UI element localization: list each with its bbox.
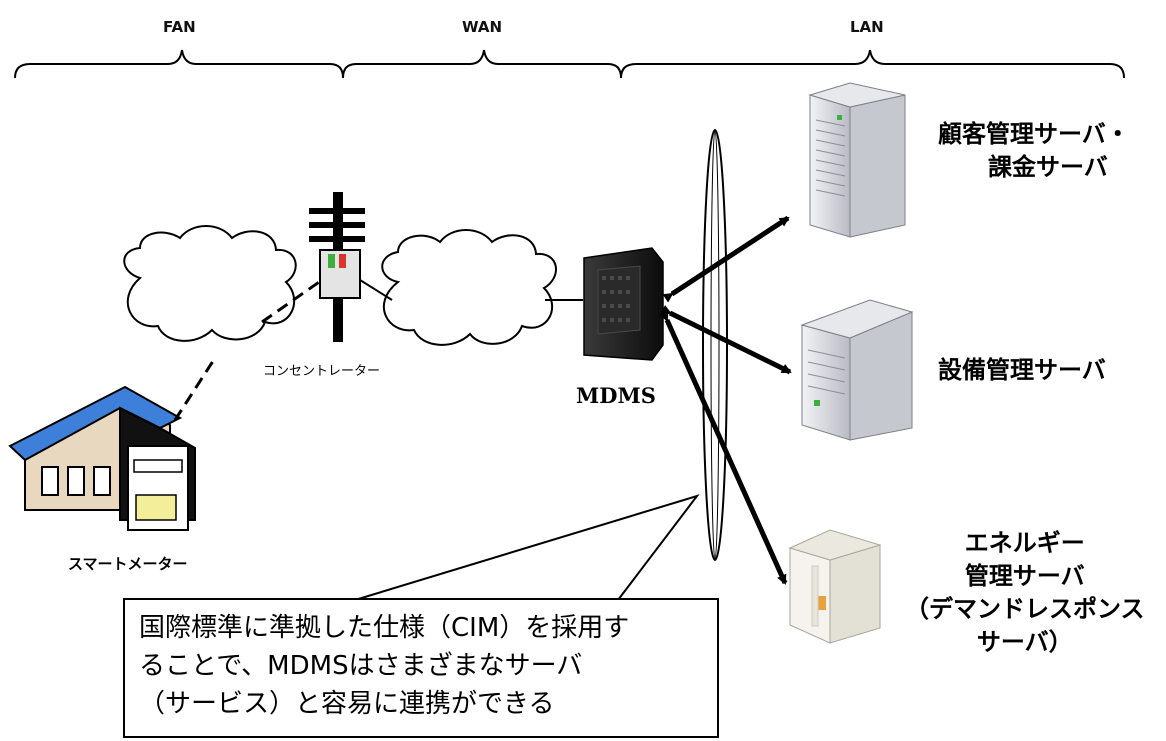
equipment-server-label: 設備管理サーバ [938, 356, 1106, 384]
fan-brace [14, 49, 344, 79]
fan-segment-label: FAN [163, 18, 196, 36]
wan-cloud [381, 229, 557, 346]
smart-meter-icon [127, 445, 189, 531]
lan-boundary-inner [710, 129, 720, 561]
energy-server-label-line4: サーバ） [976, 628, 1073, 656]
mdms-server-arrows [659, 215, 792, 585]
customer-server-icon [808, 82, 906, 238]
wan-brace [342, 49, 622, 79]
energy-server-label-line3: （デマンドレスポンス [905, 595, 1145, 623]
lan-segment-label: LAN [850, 18, 884, 36]
callout-box: 国際標準に準拠した仕様（CIM）を採用す ることで、MDMSはさまざまなサーバ … [123, 598, 719, 738]
meter-fan-link [173, 357, 217, 421]
energy-server-label-line1: エネルギー [964, 529, 1085, 557]
mdms-label: MDMS [576, 383, 656, 408]
callout-line-3: （サービス）と容易に連携ができる [139, 689, 555, 719]
lan-brace [620, 49, 1125, 79]
energy-server-label-line2: 管理サーバ [964, 562, 1085, 590]
energy-server-label: エネルギー 管理サーバ （デマンドレスポンス サーバ） [905, 527, 1145, 659]
customer-server-label: 顧客管理サーバ・ 課金サーバ [938, 118, 1130, 184]
concentrator-wan-link [359, 279, 393, 301]
equipment-server-icon [800, 299, 914, 441]
customer-server-label-line1: 顧客管理サーバ・ [938, 120, 1130, 148]
callout-line-2: ることで、MDMSはさまざまなサーバ [139, 651, 583, 681]
wan-segment-label: WAN [462, 18, 503, 36]
smart-meter-label: スマートメーター [68, 555, 188, 573]
callout-pointer [354, 494, 700, 601]
lan-boundary-ellipse [702, 129, 728, 561]
callout-line-1: 国際標準に準拠した仕様（CIM）を採用す [139, 613, 630, 643]
mdms-server-icon [583, 247, 664, 361]
customer-server-label-line2: 課金サーバ [988, 153, 1108, 181]
fan-cloud [123, 225, 297, 342]
fan-concentrator-link [261, 278, 323, 324]
energy-server-icon [788, 529, 882, 644]
concentrator-label: コンセントレーター [263, 364, 381, 379]
concentrator-icon [309, 192, 365, 342]
